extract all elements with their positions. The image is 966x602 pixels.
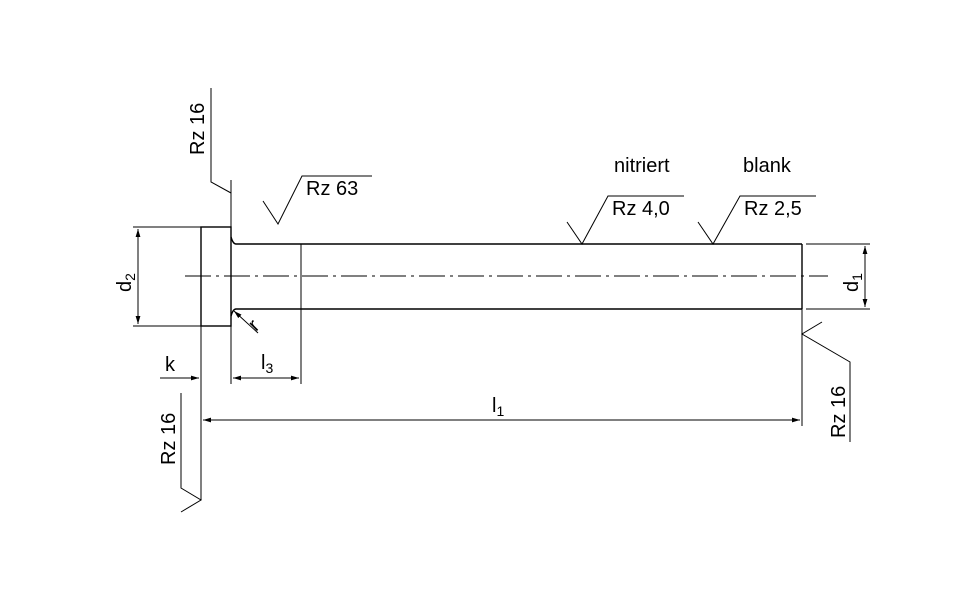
head-fillet-bottom <box>230 308 237 317</box>
radius-r: r <box>233 310 265 336</box>
dimension-d2: d2 <box>114 226 201 327</box>
dimension-d1: d1 <box>806 243 870 310</box>
l3-label: l3 <box>261 352 273 376</box>
dimension-k-l3: k l3 <box>160 309 302 500</box>
roughness-head-bottom: Rz 16 <box>158 393 202 513</box>
roughness-shoulder: Rz 63 <box>262 175 372 226</box>
blank-label: blank <box>743 155 792 177</box>
pin-outline <box>185 226 828 327</box>
roughness-shoulder-label: Rz 63 <box>306 178 358 200</box>
roughness-head-top-label: Rz 16 <box>187 103 209 155</box>
roughness-nitriert: Rz 4,0 <box>566 195 684 245</box>
l1-label: l1 <box>492 395 504 419</box>
r-label: r <box>244 315 265 336</box>
roughness-blank-label: Rz 2,5 <box>744 198 802 220</box>
roughness-nitriert-label: Rz 4,0 <box>612 198 670 220</box>
head-fillet-top <box>230 236 237 245</box>
dimension-l1: l1 <box>203 309 803 426</box>
roughness-blank: Rz 2,5 <box>697 195 816 245</box>
nitriert-label: nitriert <box>614 155 670 177</box>
roughness-end-face: Rz 16 <box>801 321 851 442</box>
d1-label: d1 <box>841 273 865 292</box>
roughness-end-face-label: Rz 16 <box>828 386 850 438</box>
roughness-head-bottom-label: Rz 16 <box>158 413 180 465</box>
k-label: k <box>165 354 176 376</box>
roughness-head-top: Rz 16 <box>187 88 232 227</box>
d2-label: d2 <box>114 273 138 292</box>
